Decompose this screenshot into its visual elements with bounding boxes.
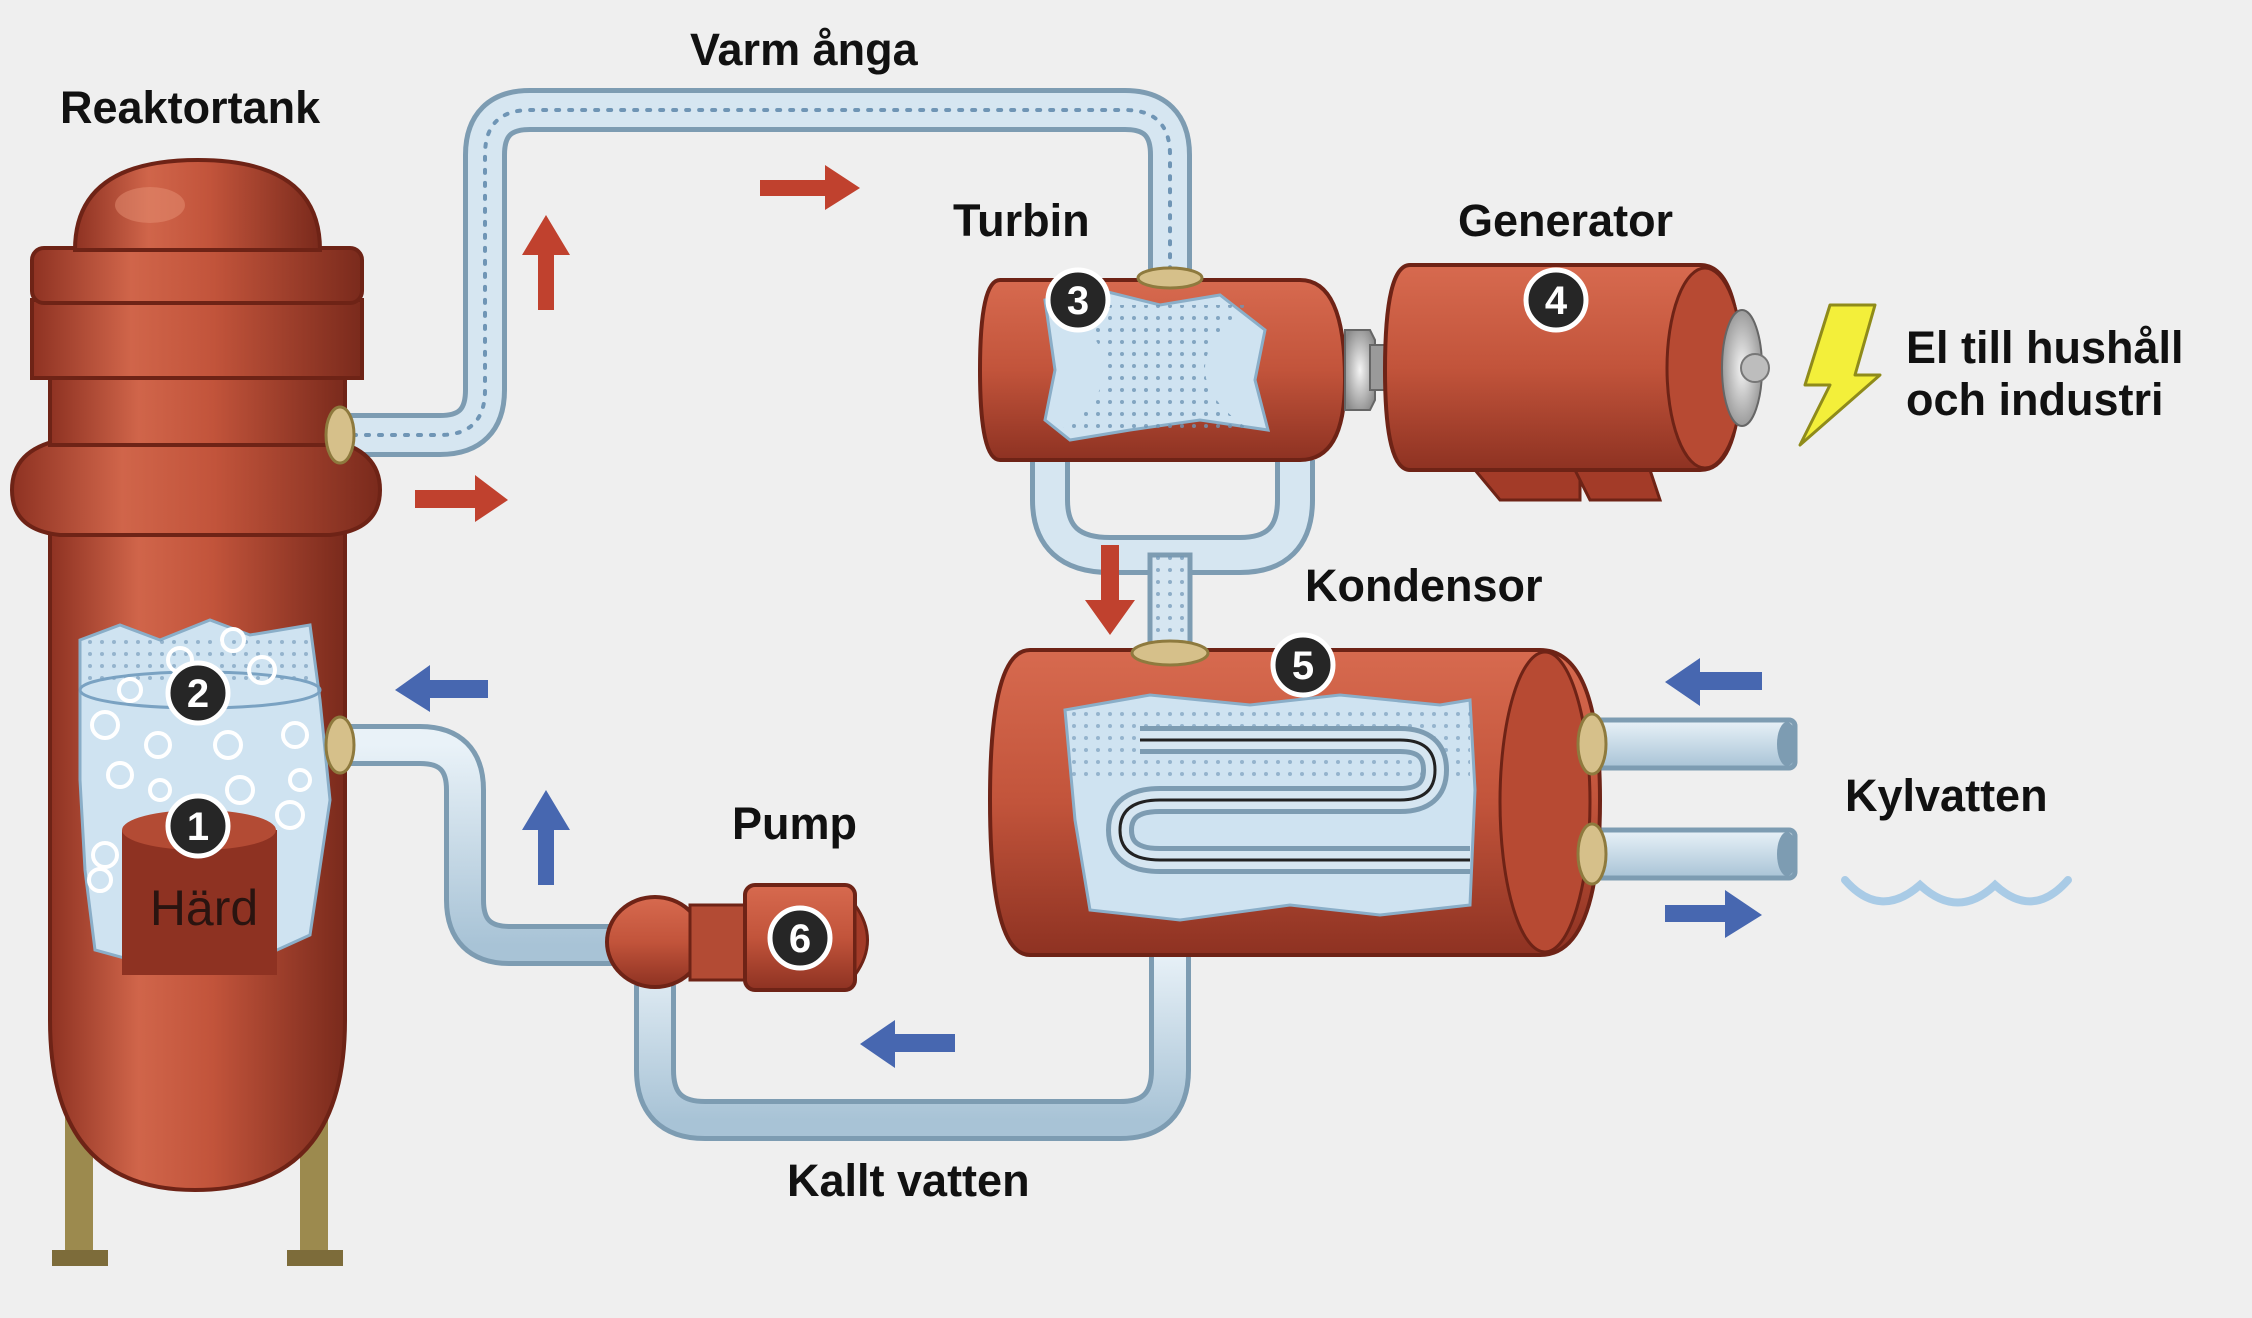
reactor-tank-label: Reaktortank [60, 82, 321, 133]
arrow-cooling-in [1665, 658, 1762, 706]
electricity-label: El till hushåll och industri [1906, 322, 2184, 425]
cold-flow-arrows [395, 658, 1762, 1068]
core-label: Härd [150, 880, 258, 936]
svg-text:6: 6 [789, 917, 811, 961]
badge-4: 4 [1523, 267, 1589, 333]
badge-5: 5 [1270, 632, 1336, 698]
reactor-tank [9, 157, 383, 1266]
cold-water-pipe [340, 724, 1191, 1141]
warm-steam-label: Varm ånga [690, 24, 918, 75]
svg-text:2: 2 [187, 672, 209, 716]
svg-text:1: 1 [187, 805, 209, 849]
arrow-return-left [395, 665, 488, 712]
svg-text:3: 3 [1067, 279, 1089, 323]
condenser [987, 639, 1608, 957]
lightning-icon [1798, 303, 1882, 447]
turbine-label: Turbin [953, 195, 1090, 246]
turbine [977, 266, 1406, 462]
turbine-condenser-loop [1030, 460, 1315, 658]
cold-water-label: Kallt vatten [787, 1155, 1030, 1206]
hot-flow-arrows [415, 165, 1135, 635]
cooling-water-pipes [1582, 717, 1798, 881]
pump [605, 883, 869, 992]
arrow-steam-up [522, 215, 570, 310]
arrow-steam-down [1085, 545, 1135, 635]
generator-label: Generator [1458, 195, 1674, 246]
arrow-steam-right-top [760, 165, 860, 210]
water-waves-icon [1841, 876, 2072, 907]
arrow-return-up [522, 790, 570, 885]
steam-pipe [338, 88, 1192, 457]
badge-3: 3 [1045, 267, 1111, 333]
arrow-steam-right-bottom [415, 475, 508, 522]
arrow-cold-left [860, 1020, 955, 1068]
badge-1: 1 [165, 793, 231, 859]
condenser-label: Kondensor [1305, 560, 1543, 611]
svg-text:5: 5 [1292, 644, 1314, 688]
cooling-water-label: Kylvatten [1845, 770, 2048, 821]
pump-label: Pump [732, 798, 858, 849]
svg-text:4: 4 [1545, 279, 1568, 323]
badge-2: 2 [165, 660, 231, 726]
arrow-cooling-out [1665, 890, 1762, 938]
badge-6: 6 [767, 905, 833, 971]
generator [1382, 263, 1770, 502]
